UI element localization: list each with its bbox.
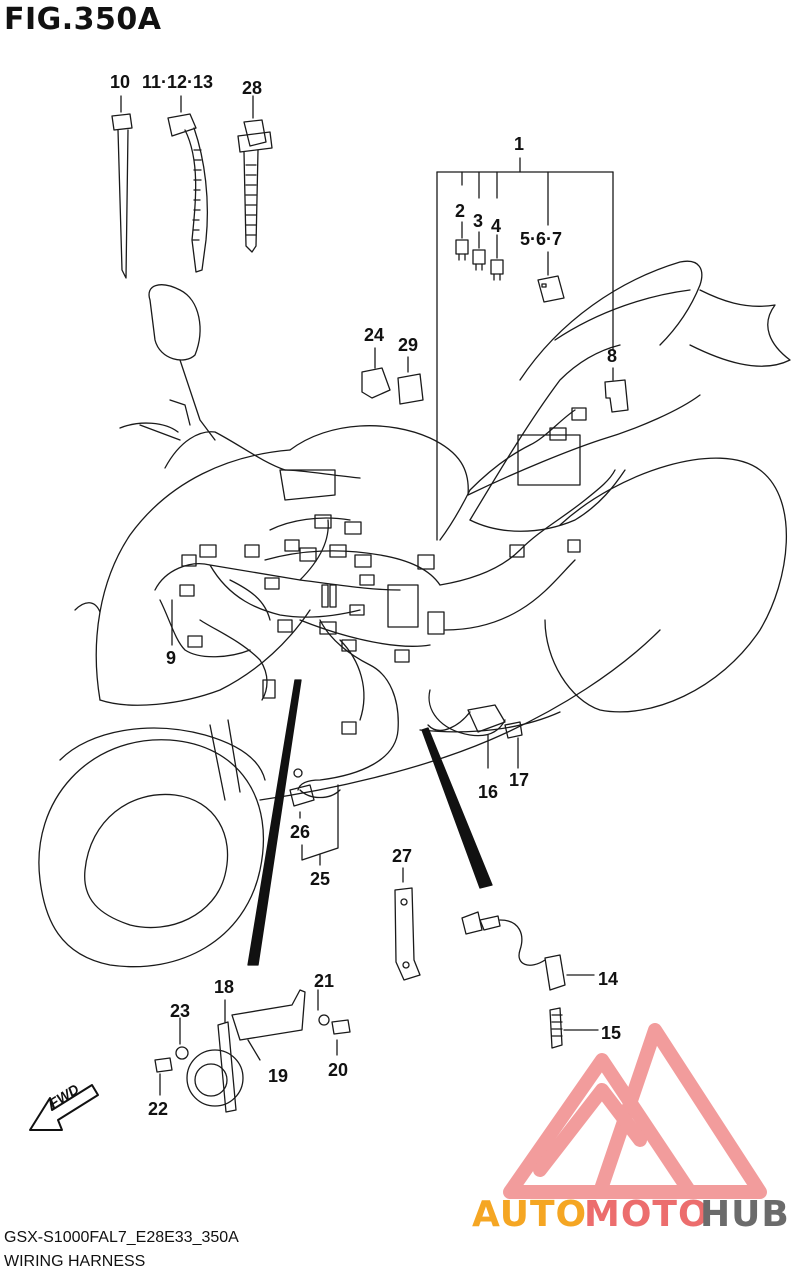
part-8-bracket bbox=[604, 367, 629, 413]
callout-24: 24 bbox=[364, 325, 385, 345]
watermark-logo bbox=[503, 1023, 767, 1199]
fuse-box-leader-lines bbox=[436, 157, 614, 541]
part-16-17-sensor bbox=[427, 704, 523, 769]
callout-9: 9 bbox=[166, 648, 177, 668]
motorcycle-outline bbox=[38, 260, 791, 968]
callout-22: 22 bbox=[148, 1099, 169, 1119]
harness-connectors bbox=[179, 407, 587, 735]
wiring-harness-bundle bbox=[154, 409, 616, 799]
callout-17: 17 bbox=[509, 770, 530, 790]
callout-29: 29 bbox=[398, 335, 419, 355]
callout-25: 25 bbox=[310, 869, 331, 889]
watermark-moto: MOTO bbox=[584, 1194, 710, 1235]
callout-14: 14 bbox=[598, 969, 619, 989]
watermark-auto: AUTO bbox=[472, 1194, 588, 1235]
callout-5-6-7: 5·6·7 bbox=[520, 229, 563, 249]
part-14-15-sensor bbox=[461, 911, 599, 1049]
cable-ties bbox=[111, 95, 273, 279]
part-25-26 bbox=[289, 768, 339, 866]
fwd-arrow bbox=[29, 1084, 99, 1131]
callout-3: 3 bbox=[473, 211, 484, 231]
callout-4: 4 bbox=[491, 216, 502, 236]
callout-19: 19 bbox=[268, 1066, 289, 1086]
callout-15: 15 bbox=[601, 1023, 622, 1043]
part-27-bracket bbox=[394, 867, 421, 981]
callout-10: 10 bbox=[110, 72, 131, 92]
model-code: GSX-S1000FAL7_E28E33_350A bbox=[4, 1229, 239, 1246]
pointer-wedges bbox=[247, 679, 493, 966]
part-24-29 bbox=[361, 347, 424, 405]
callout-26: 26 bbox=[290, 822, 311, 842]
horn-assembly bbox=[154, 989, 351, 1113]
callout-8: 8 bbox=[607, 346, 618, 366]
callout-16: 16 bbox=[478, 782, 499, 802]
callout-18: 18 bbox=[214, 977, 235, 997]
callout-20: 20 bbox=[328, 1060, 349, 1080]
callout-2: 2 bbox=[455, 201, 466, 221]
callout-11-12-13: 11·12·13 bbox=[142, 72, 214, 92]
watermark-hub: HUB bbox=[700, 1194, 790, 1235]
section-title: WIRING HARNESS bbox=[4, 1253, 146, 1270]
figure-title: FIG.350A bbox=[4, 2, 162, 37]
callout-27: 27 bbox=[392, 846, 413, 866]
callout-1: 1 bbox=[514, 134, 525, 154]
callout-21: 21 bbox=[314, 971, 335, 991]
fuse-parts bbox=[455, 221, 565, 303]
callout-23: 23 bbox=[170, 1001, 191, 1021]
callout-28: 28 bbox=[242, 78, 263, 98]
